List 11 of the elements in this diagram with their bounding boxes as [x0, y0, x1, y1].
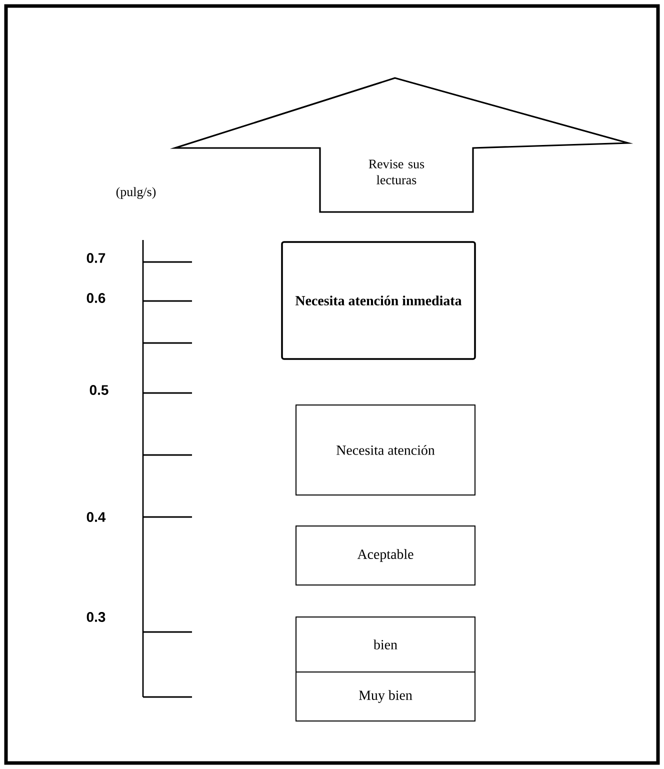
level-box: Aceptable — [296, 526, 476, 586]
level-box: Muy bien — [296, 672, 476, 722]
scale-value: 0.6 — [86, 293, 106, 303]
unit-label: (pulg/s) — [116, 187, 156, 199]
level-box: bien — [296, 616, 476, 672]
scale-value: 0.3 — [86, 612, 106, 622]
scale-value: 0.7 — [86, 253, 106, 263]
level-box: Necesita atención — [296, 404, 476, 496]
level-box: Necesita atención inmediata — [281, 241, 476, 360]
scale-value: 0.5 — [90, 385, 108, 395]
scale-value: 0.4 — [86, 512, 106, 522]
